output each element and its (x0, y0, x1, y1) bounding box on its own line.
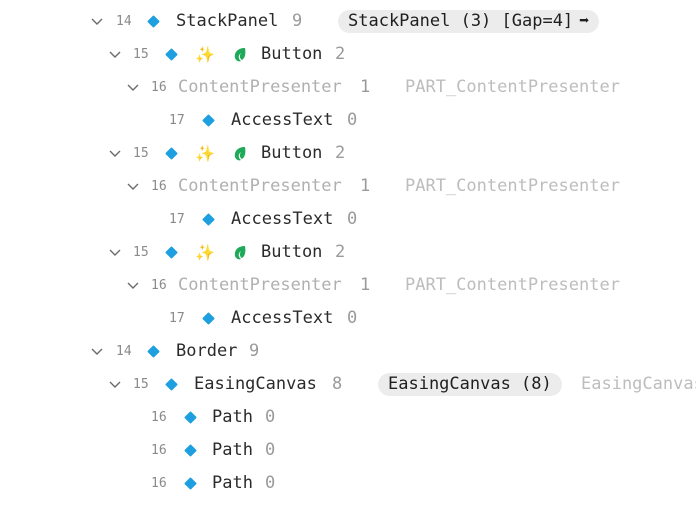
depth-label: 16 (151, 80, 167, 95)
diamond-icon (201, 104, 215, 137)
tree-row-accesstext[interactable]: 17 AccessText 0 (0, 104, 696, 137)
chevron-down-icon[interactable] (109, 368, 121, 401)
tree-row-contentpresenter[interactable]: 16 ContentPresenter 1 PART_ContentPresen… (0, 269, 696, 302)
type-hint: EasingCanvas (581, 374, 696, 394)
chevron-down-icon[interactable] (91, 335, 103, 368)
tree-row-accesstext[interactable]: 17 AccessText 0 (0, 302, 696, 335)
tree-row-accesstext[interactable]: 17 AccessText 0 (0, 203, 696, 236)
node-name: AccessText (231, 308, 334, 328)
node-name: Path (212, 407, 253, 427)
child-count: 1 (360, 275, 371, 295)
node-name: Border (176, 341, 238, 361)
diamond-icon (183, 434, 197, 467)
child-count: 0 (347, 308, 358, 328)
part-name: PART_ContentPresenter (405, 275, 620, 295)
tree-row-path[interactable]: 16 Path 0 (0, 434, 696, 467)
child-count: 1 (360, 77, 371, 97)
depth-label: 15 (133, 146, 149, 161)
info-pill[interactable]: StackPanel (3) [Gap=4]➡ (338, 10, 600, 33)
node-name: Button (261, 242, 323, 262)
tree-row-button[interactable]: 15 ✨ Button 2 (0, 38, 696, 71)
tree-row-easingcanvas[interactable]: 15 EasingCanvas 8 EasingCanvas (8) Easin… (0, 368, 696, 401)
depth-label: 16 (151, 476, 167, 491)
depth-label: 16 (151, 410, 167, 425)
sparkle-icon: ✨ (195, 243, 215, 262)
tree-row-stackpanel[interactable]: 14 StackPanel 9 StackPanel (3) [Gap=4]➡ (0, 5, 696, 38)
tree-row-contentpresenter[interactable]: 16 ContentPresenter 1 PART_ContentPresen… (0, 170, 696, 203)
leaf-icon (231, 236, 249, 269)
depth-label: 17 (169, 311, 185, 326)
child-count: 0 (265, 473, 276, 493)
part-name: PART_ContentPresenter (405, 176, 620, 196)
node-name: EasingCanvas (194, 374, 317, 394)
chevron-down-icon[interactable] (91, 5, 103, 38)
depth-label: 17 (169, 113, 185, 128)
depth-label: 15 (133, 47, 149, 62)
diamond-icon (146, 5, 160, 38)
depth-label: 14 (116, 344, 132, 359)
diamond-icon (146, 335, 160, 368)
child-count: 2 (335, 143, 346, 163)
info-pill[interactable]: EasingCanvas (8) (378, 373, 562, 396)
depth-label: 15 (133, 245, 149, 260)
sparkle-icon: ✨ (195, 45, 215, 64)
child-count: 1 (360, 176, 371, 196)
chevron-down-icon[interactable] (109, 236, 121, 269)
child-count: 0 (347, 110, 358, 130)
child-count: 0 (265, 440, 276, 460)
tree-row-button[interactable]: 15 ✨ Button 2 (0, 137, 696, 170)
node-name: Button (261, 44, 323, 64)
depth-label: 14 (116, 14, 132, 29)
diamond-icon (164, 236, 178, 269)
depth-label: 15 (133, 377, 149, 392)
arrow-right-icon[interactable]: ➡ (579, 11, 590, 31)
leaf-icon (231, 38, 249, 71)
chevron-down-icon[interactable] (127, 269, 139, 302)
node-name: StackPanel (176, 11, 279, 31)
chevron-down-icon[interactable] (127, 170, 139, 203)
chevron-down-icon[interactable] (109, 38, 121, 71)
node-name: AccessText (231, 110, 334, 130)
child-count: 2 (335, 242, 346, 262)
child-count: 0 (347, 209, 358, 229)
node-name: ContentPresenter (178, 176, 342, 196)
child-count: 9 (249, 341, 260, 361)
pill-label: StackPanel (3) [Gap=4] (348, 11, 574, 31)
diamond-icon (164, 368, 178, 401)
diamond-icon (164, 137, 178, 170)
depth-label: 17 (169, 212, 185, 227)
tree-row-path[interactable]: 16 Path 0 (0, 467, 696, 500)
diamond-icon (201, 203, 215, 236)
tree-row-button[interactable]: 15 ✨ Button 2 (0, 236, 696, 269)
sparkle-icon: ✨ (195, 144, 215, 163)
tree-row-path[interactable]: 16 Path 0 (0, 401, 696, 434)
child-count: 9 (292, 11, 303, 31)
part-name: PART_ContentPresenter (405, 77, 620, 97)
chevron-down-icon[interactable] (127, 71, 139, 104)
depth-label: 16 (151, 443, 167, 458)
tree-row-border[interactable]: 14 Border 9 (0, 335, 696, 368)
diamond-icon (164, 38, 178, 71)
depth-label: 16 (151, 278, 167, 293)
node-name: ContentPresenter (178, 77, 342, 97)
tree-row-contentpresenter[interactable]: 16 ContentPresenter 1 PART_ContentPresen… (0, 71, 696, 104)
node-name: Path (212, 473, 253, 493)
node-name: Path (212, 440, 253, 460)
leaf-icon (231, 137, 249, 170)
node-name: AccessText (231, 209, 334, 229)
child-count: 8 (332, 374, 343, 394)
depth-label: 16 (151, 179, 167, 194)
diamond-icon (183, 467, 197, 500)
diamond-icon (183, 401, 197, 434)
child-count: 2 (335, 44, 346, 64)
node-name: Button (261, 143, 323, 163)
node-name: ContentPresenter (178, 275, 342, 295)
diamond-icon (201, 302, 215, 335)
chevron-down-icon[interactable] (109, 137, 121, 170)
pill-label: EasingCanvas (8) (388, 374, 552, 394)
child-count: 0 (265, 407, 276, 427)
